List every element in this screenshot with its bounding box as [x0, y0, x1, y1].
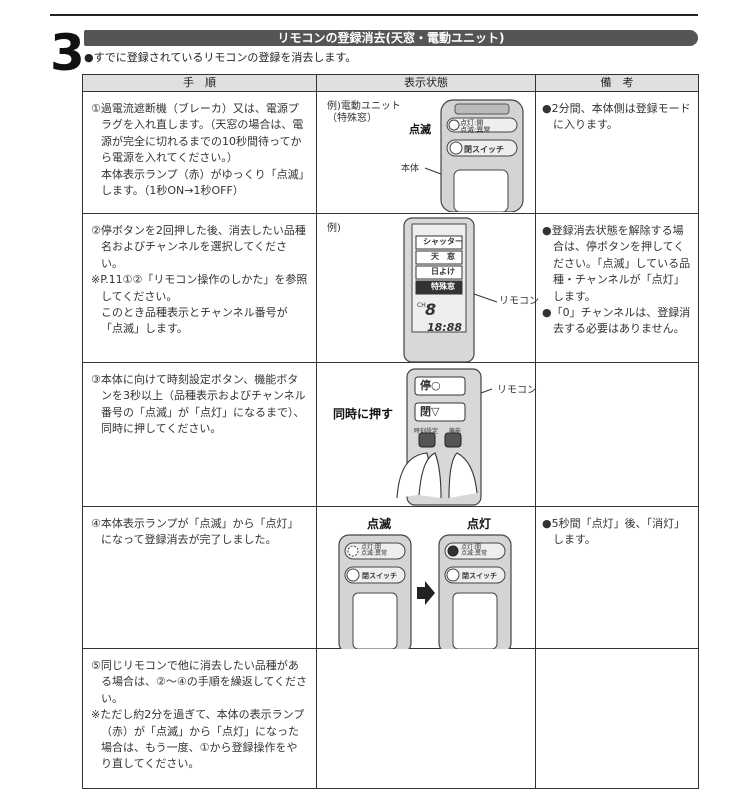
display-cell-3: 停○ 閉▽ 時刻設定 機能 リモコン 同時に押す — [316, 362, 537, 507]
step-paragraph: ⑤同じリモコンで他に消去したい品種がある場合は、②〜④の手順を繰返してください。 — [91, 659, 308, 705]
note-cell-4: ●5秒間「点灯」後、「消灯」します。 — [535, 506, 699, 649]
lamp-label-left: 点灯:開 点滅:異常 — [361, 544, 388, 557]
step-paragraph: ②停ボタンを2回押した後、消去したい品種名およびチャンネルを選択してください。 — [91, 224, 306, 270]
blink-label: 点滅 — [409, 123, 431, 136]
step-cell-4: ④本体表示ランプが「点滅」から「点灯」になって登録消去が完了しました。 — [82, 506, 317, 649]
step-paragraph: ④本体表示ランプが「点滅」から「点灯」になって登録消去が完了しました。 — [91, 517, 299, 547]
display-cell-2: 例) シャッター 天 窓 日よけ 特殊窓 CH 8 18:88 リモコン — [316, 213, 539, 363]
header-remarks: 備 考 — [535, 74, 699, 92]
item-awning: 日よけ — [431, 267, 455, 276]
remote-display-illustration — [403, 217, 498, 363]
note-cell-2: ●登録消去状態を解除する場合は、停ボタンを押してください。「点滅」している品種・… — [535, 213, 699, 363]
top-rule — [50, 14, 698, 16]
header-display-state: 表示状態 — [316, 74, 536, 92]
section-number: 3 — [50, 24, 85, 82]
table-row: ⑤同じリモコンで他に消去したい品種がある場合は、②〜④の手順を繰返してください。… — [82, 648, 699, 789]
step-cell-2: ②停ボタンを2回押した後、消去したい品種名およびチャンネルを選択してください。※… — [82, 213, 317, 363]
unit-illustration — [424, 99, 524, 212]
lit-heading: 点灯 — [467, 517, 492, 531]
table-header-row: 手 順 表示状態 備 考 — [82, 74, 699, 92]
item-skylight: 天 窓 — [431, 252, 455, 261]
lamp-label-right: 点灯:開 点滅:異常 — [461, 544, 488, 557]
lamp-transition-illustration — [338, 534, 512, 649]
step-paragraph: ①過電流遮断機（ブレーカ）又は、電源プラグを入れ直します。（天窓の場合は、電源が… — [91, 102, 304, 165]
close-button-label: 閉▽ — [420, 405, 440, 418]
blink-heading: 点滅 — [367, 517, 392, 531]
section-intro: ●すでに登録されているリモコンの登録を消去します。 — [84, 51, 357, 64]
remote-press-illustration — [396, 368, 493, 506]
close-switch-label: 閉スイッチ — [464, 145, 504, 154]
display-cell-1: 例)電動ユニット （特殊窓） 点滅 本体 点灯:開 点滅:異常 閉スイッチ — [316, 91, 536, 214]
note-paragraph: ●5秒間「点灯」後、「消灯」します。 — [542, 517, 686, 547]
item-shutter: シャッター — [423, 237, 463, 246]
note-paragraph: ●2分間、本体側は登録モードに入ります。 — [542, 102, 691, 132]
table-row: ④本体表示ランプが「点滅」から「点灯」になって登録消去が完了しました。 点滅 点… — [82, 506, 699, 649]
lamp-label: 点灯:開 点滅:異常 — [460, 119, 491, 134]
step-cell-3: ③本体に向けて時刻設定ボタン、機能ボタンを3秒以上（品種表示およびチャンネル番号… — [82, 362, 317, 507]
table-row: ②停ボタンを2回押した後、消去したい品種名およびチャンネルを選択してください。※… — [82, 213, 699, 363]
function-label: 機能 — [449, 428, 462, 435]
step-paragraph: 本体表示ランプ（赤）がゆっくり「点滅」します。（1秒ON→1秒OFF） — [101, 167, 305, 198]
clock-digits: 18:88 — [427, 321, 463, 334]
remote-label: リモコン — [497, 385, 537, 396]
header-procedure: 手 順 — [82, 74, 317, 92]
step-paragraph: ※P.11①②「リモコン操作のしかた」を参照してください。 — [91, 273, 308, 303]
time-set-label: 時刻設定 — [414, 428, 439, 435]
display-cell-4: 点滅 点灯 点灯:開 点滅:異常 — [316, 506, 536, 649]
ch-digit: 8 — [425, 300, 437, 319]
table-row: ③本体に向けて時刻設定ボタン、機能ボタンを3秒以上（品種表示およびチャンネル番号… — [82, 362, 699, 507]
note-cell-5 — [535, 648, 699, 789]
display-cell-5 — [316, 648, 536, 789]
ch-label: CH — [417, 302, 426, 309]
note-paragraph: ●登録消去状態を解除する場合は、停ボタンを押してください。「点滅」している品種・… — [542, 224, 691, 303]
body-label: 本体 — [401, 164, 420, 174]
step-paragraph: ③本体に向けて時刻設定ボタン、機能ボタンを3秒以上（品種表示およびチャンネル番号… — [91, 373, 306, 436]
step-paragraph: このとき品種表示とチャンネル番号が「点滅」します。 — [101, 306, 288, 336]
stop-button-label: 停○ — [420, 379, 441, 392]
procedure-table: 手 順 表示状態 備 考 ①過電流遮断機（ブレーカ）又は、電源プラグを入れ直しま… — [82, 74, 699, 789]
note-cell-1: ●2分間、本体側は登録モードに入ります。 — [535, 91, 699, 214]
step-paragraph: ※ただし約2分を過ぎて、本体の表示ランプ（赤）が「点滅」から「点灯」になった場合… — [91, 708, 305, 771]
note-cell-3 — [535, 362, 699, 507]
press-simultaneously-label: 同時に押す — [333, 407, 394, 421]
close-switch-left: 閉スイッチ — [362, 572, 397, 580]
step-cell-1: ①過電流遮断機（ブレーカ）又は、電源プラグを入れ直します。（天窓の場合は、電源が… — [82, 91, 317, 214]
table-row: ①過電流遮断機（ブレーカ）又は、電源プラグを入れ直します。（天窓の場合は、電源が… — [82, 91, 699, 214]
remote-label: リモコン — [499, 296, 539, 307]
section-title-banner: リモコンの登録消去(天窓・電動ユニット) — [84, 30, 698, 46]
example-label: 例)電動ユニット （特殊窓） — [327, 101, 401, 124]
close-switch-right: 閉スイッチ — [462, 572, 497, 580]
note-paragraph: ●「0」チャンネルは、登録消去する必要はありません。 — [542, 306, 691, 336]
step-cell-5: ⑤同じリモコンで他に消去したい品種がある場合は、②〜④の手順を繰返してください。… — [82, 648, 317, 789]
item-special-window: 特殊窓 — [431, 282, 455, 291]
example-label: 例) — [327, 223, 341, 234]
